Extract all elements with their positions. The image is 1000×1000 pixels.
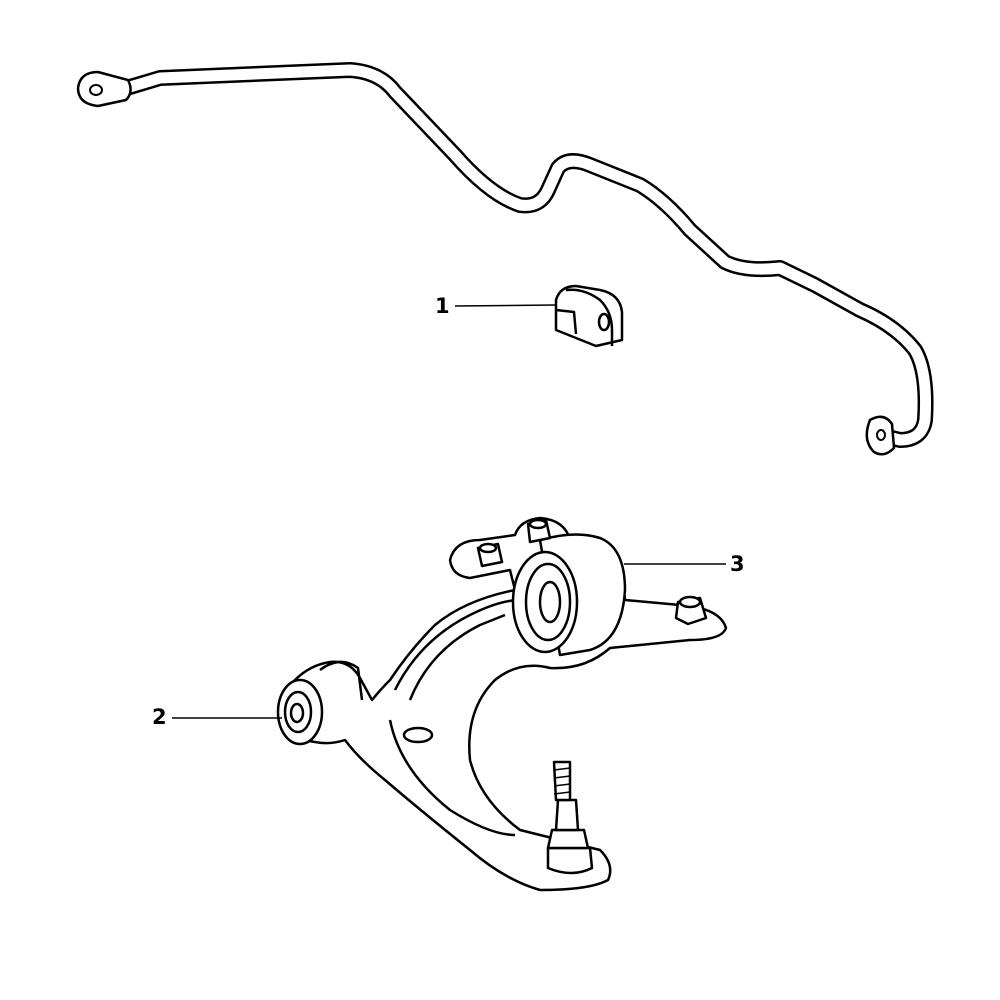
leader-line-1: [454, 304, 557, 307]
control-arm: [276, 516, 728, 892]
callout-2: 2: [152, 705, 167, 729]
callout-1: 1: [435, 294, 450, 318]
stabilizer-bushing: [554, 284, 624, 348]
callout-3: 3: [730, 552, 745, 576]
stabilizer-bar: [76, 62, 934, 456]
